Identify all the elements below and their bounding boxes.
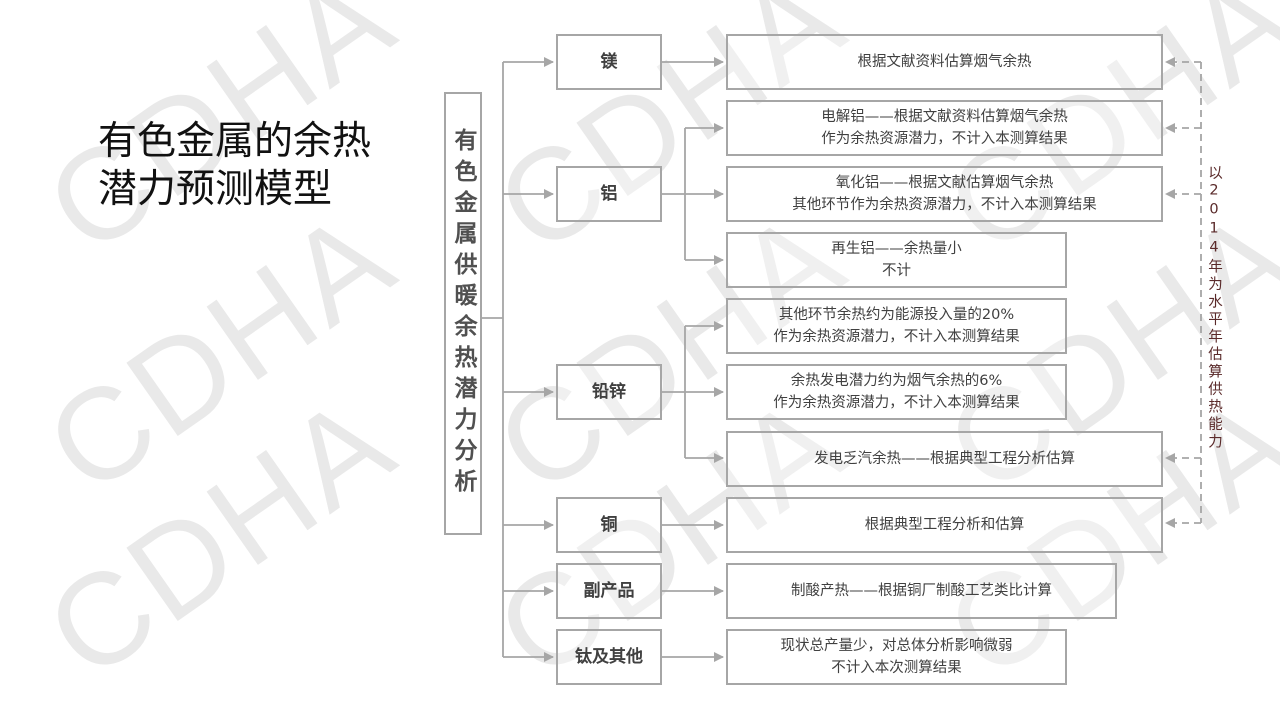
category-byproducts: 副产品 — [556, 563, 662, 619]
category-magnesium: 镁 — [556, 34, 662, 90]
detail-box: 其他环节余热约为能源投入量的20% 作为余热资源潜力，不计入本测算结果 — [726, 298, 1067, 354]
detail-box: 电解铝——根据文献资料估算烟气余热 作为余热资源潜力，不计入本测算结果 — [726, 100, 1163, 156]
root-box: 有色金属供暖余热潜力分析 — [444, 92, 482, 535]
detail-box: 再生铝——余热量小 不计 — [726, 232, 1067, 288]
detail-box: 现状总产量少，对总体分析影响微弱 不计入本次测算结果 — [726, 629, 1067, 685]
detail-box: 根据典型工程分析和估算 — [726, 497, 1163, 553]
detail-box: 发电乏汽余热——根据典型工程分析估算 — [726, 431, 1163, 487]
detail-box: 氧化铝——根据文献估算烟气余热 其他环节作为余热资源潜力，不计入本测算结果 — [726, 166, 1163, 222]
category-titanium-others: 钛及其他 — [556, 629, 662, 685]
baseline-year-note: 以2014年为水平年估算供热能力 — [1206, 165, 1222, 451]
detail-box: 根据文献资料估算烟气余热 — [726, 34, 1163, 90]
slide-title: 有色金属的余热 潜力预测模型 — [98, 119, 372, 212]
category-aluminum: 铝 — [556, 166, 662, 222]
category-copper: 铜 — [556, 497, 662, 553]
detail-box: 余热发电潜力约为烟气余热的6% 作为余热资源潜力，不计入本测算结果 — [726, 364, 1067, 420]
detail-box: 制酸产热——根据铜厂制酸工艺类比计算 — [726, 563, 1117, 619]
category-lead-zinc: 铅锌 — [556, 364, 662, 420]
